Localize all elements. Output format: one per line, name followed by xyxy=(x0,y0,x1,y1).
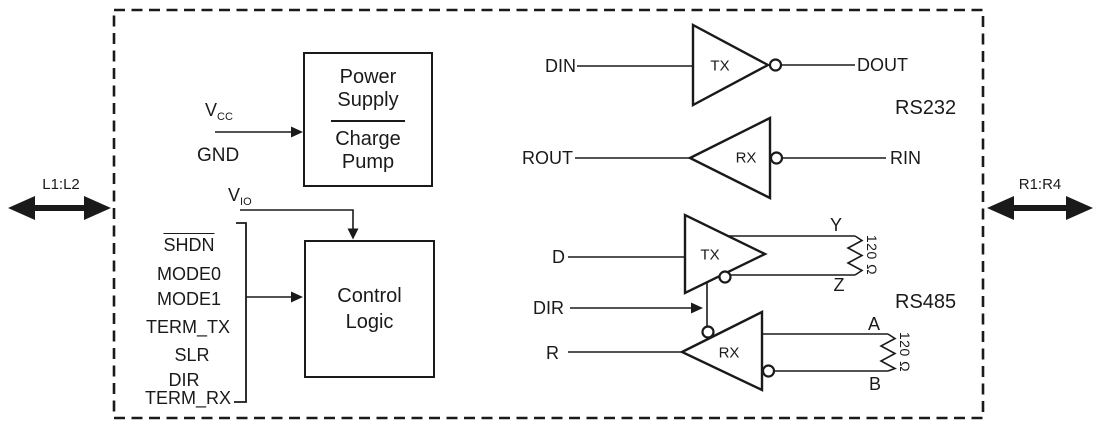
power-supply-line4: Pump xyxy=(341,150,395,173)
shdn-text: SHDN xyxy=(163,233,215,255)
pin-mode1: MODE1 xyxy=(156,289,222,309)
right-port-label: R1:R4 xyxy=(1018,176,1062,193)
z-pin-label: Z xyxy=(833,275,845,295)
termination-ab-value: 120 Ω xyxy=(897,331,913,373)
rs485-rx-buffer-triangle xyxy=(679,310,764,392)
a-pin-label: A xyxy=(867,314,881,334)
rs232-tx-output-bubble xyxy=(768,58,783,72)
control-logic-line2: Logic xyxy=(345,311,394,333)
vio-wire xyxy=(240,209,354,231)
power-supply-block: Power Supply Charge Pump xyxy=(303,52,433,187)
rs232-rx-buffer-triangle xyxy=(687,116,772,200)
vio-base: V xyxy=(228,185,241,205)
d-pin-label: D xyxy=(552,247,565,267)
left-arrow-head-left xyxy=(8,196,35,220)
power-supply-line3: Charge xyxy=(335,127,401,150)
pin-shdn: SHDN xyxy=(163,233,215,255)
control-inputs-arrowhead xyxy=(291,291,303,303)
rs232-rx-buffer-label: RX xyxy=(735,149,757,167)
vcc-arrowhead xyxy=(291,126,303,138)
rin-pin-label: RIN xyxy=(890,148,921,168)
pin-slr: SLR xyxy=(174,345,210,365)
control-logic-line1: Control xyxy=(337,285,402,307)
dout-pin-label: DOUT xyxy=(857,55,908,75)
termination-yz-value: 120 Ω xyxy=(864,234,880,276)
left-port-label: L1:L2 xyxy=(42,176,80,193)
dir-pin-label: DIR xyxy=(533,298,564,318)
left-arrow-head-right xyxy=(84,196,111,220)
right-arrow-head-left xyxy=(987,196,1014,220)
r-pin-label: R xyxy=(546,343,559,363)
vcc-pin-label: VCC xyxy=(205,100,233,123)
power-supply-divider xyxy=(331,119,405,122)
b-pin-label: B xyxy=(868,374,882,394)
rs232-rx-input-bubble xyxy=(769,151,784,165)
rout-pin-label: ROUT xyxy=(522,148,573,168)
left-port-double-arrow-icon xyxy=(8,196,111,220)
rs485-tx-buffer-label: TX xyxy=(700,246,720,264)
rs485-rx-b-input-bubble xyxy=(761,364,776,378)
pin-dir-list: DIR xyxy=(168,370,200,390)
vcc-subscript: CC xyxy=(217,111,233,123)
vio-pin-label: VIO xyxy=(228,185,252,208)
chip-boundary-dashed-box xyxy=(112,8,985,420)
right-arrow-head-right xyxy=(1066,196,1093,220)
pin-mode0: MODE0 xyxy=(156,264,222,284)
rs485-section-label: RS485 xyxy=(895,291,957,313)
control-logic-block: Control Logic xyxy=(304,240,435,378)
pin-term-rx: TERM_RX xyxy=(144,388,232,408)
din-pin-label: DIN xyxy=(545,56,576,76)
rs232-tx-buffer-triangle xyxy=(691,23,771,107)
rs485-tx-enable-bubble xyxy=(718,270,732,284)
termination-resistor-yz xyxy=(846,235,864,276)
right-port-double-arrow-icon xyxy=(987,196,1093,220)
y-pin-label: Y xyxy=(829,215,843,235)
power-supply-line1: Power xyxy=(339,65,397,88)
vio-arrowhead xyxy=(347,228,359,240)
power-supply-line2: Supply xyxy=(337,88,399,111)
rs232-section-label: RS232 xyxy=(895,97,957,119)
rs485-rx-buffer-label: RX xyxy=(718,344,740,362)
vio-subscript: IO xyxy=(240,196,252,208)
rs485-rx-enable-bubble xyxy=(701,325,715,339)
dir-arrowhead xyxy=(691,302,703,314)
gnd-pin-label: GND xyxy=(197,145,240,166)
pin-term-tx: TERM_TX xyxy=(145,317,231,337)
rs232-tx-buffer-label: TX xyxy=(710,57,730,75)
control-inputs-bracket xyxy=(234,222,247,403)
vcc-base: V xyxy=(205,100,218,120)
termination-resistor-ab xyxy=(879,333,897,372)
